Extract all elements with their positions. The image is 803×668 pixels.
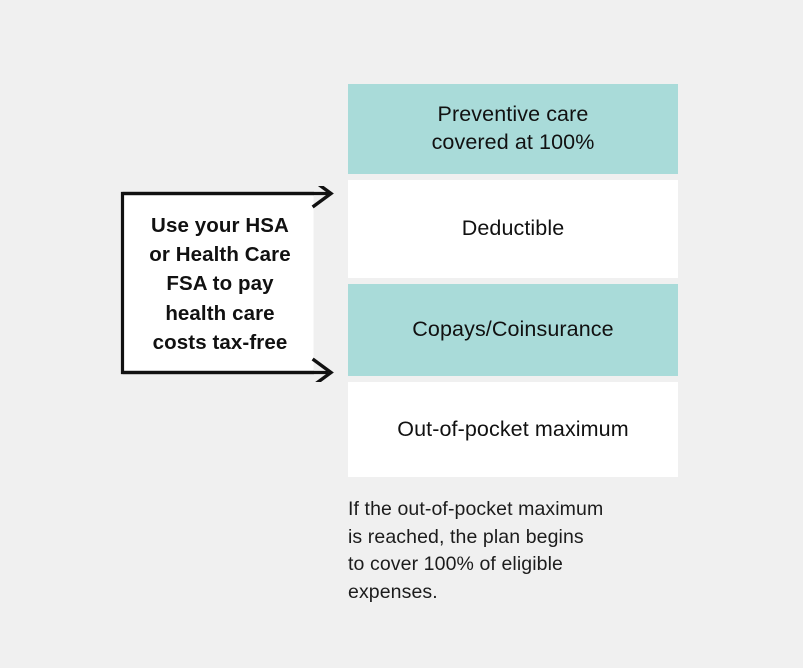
arrow-right-top-icon bbox=[311, 186, 334, 209]
callout-line-5: costs tax-free bbox=[152, 330, 288, 354]
stack-box-copays-coinsurance-label: Copays/Coinsurance bbox=[412, 317, 614, 342]
stack-box-preventive-care: Preventive care covered at 100% bbox=[348, 84, 678, 174]
callout-line-3: FSA to pay bbox=[166, 272, 274, 296]
callout-outline-with-arrows bbox=[120, 186, 334, 382]
cost-sharing-stack: Preventive care covered at 100% Deductib… bbox=[348, 84, 678, 477]
stack-box-deductible: Deductible bbox=[348, 180, 678, 278]
caption-line-4: expenses. bbox=[348, 581, 438, 604]
stack-box-out-of-pocket-maximum-label: Out-of-pocket maximum bbox=[397, 416, 629, 441]
caption-line-3: to cover 100% of eligible bbox=[348, 553, 563, 576]
callout-line-1: Use your HSA bbox=[151, 214, 289, 238]
out-of-pocket-caption: If the out-of-pocket maximum is reached,… bbox=[348, 496, 688, 607]
callout-line-4: health care bbox=[165, 301, 275, 325]
stack-box-preventive-care-line-2: covered at 100% bbox=[431, 130, 595, 154]
callout-label: Use your HSA or Health Care FSA to pay h… bbox=[124, 195, 316, 373]
caption-line-1: If the out-of-pocket maximum bbox=[348, 498, 604, 520]
callout-background bbox=[122, 193, 314, 373]
stack-box-preventive-care-line-1: Preventive care bbox=[437, 102, 589, 127]
arrow-right-bottom-icon bbox=[311, 357, 334, 382]
stack-box-deductible-label: Deductible bbox=[461, 216, 565, 241]
stack-box-out-of-pocket-maximum: Out-of-pocket maximum bbox=[348, 382, 678, 477]
stack-box-copays-coinsurance: Copays/Coinsurance bbox=[348, 284, 678, 376]
caption-line-2: is reached, the plan begins bbox=[348, 525, 584, 548]
callout-line-2: or Health Care bbox=[149, 243, 291, 267]
hsa-fsa-callout: Use your HSA or Health Care FSA to pay h… bbox=[118, 186, 338, 382]
